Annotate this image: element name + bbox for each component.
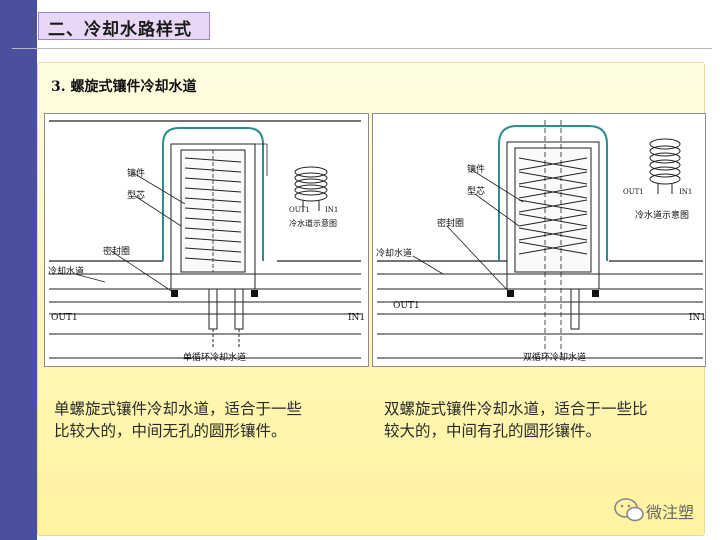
coil-out-label: OUT1 (289, 206, 310, 214)
wechat-logo-icon (614, 498, 644, 522)
single-spiral-diagram: 镶件 型芯 密封圈 冷却水道 OUT1 IN1 OUT1 IN1 冷水道示意图 … (44, 113, 369, 367)
seal-label: 密封圈 (103, 245, 130, 257)
description-line: 单螺旋式镶件冷却水道，适合于一些 (54, 400, 303, 418)
title-box (38, 12, 210, 40)
core-label: 型芯 (127, 189, 145, 201)
seal-label: 密封圈 (437, 217, 464, 229)
coil-caption: 冷水道示意图 (289, 218, 337, 228)
double-spiral-diagram: 镶件 型芯 密封圈 冷却水道 OUT1 IN1 OUT1 IN1 冷水道示意图 … (372, 113, 706, 367)
description-line: 比较大的，中间无孔的圆形镶件。 (54, 422, 287, 440)
single-spiral-drawing: 镶件 型芯 密封圈 冷却水道 OUT1 IN1 OUT1 IN1 冷水道示意图 … (48, 120, 365, 363)
diagram-caption: 双循环冷却水道 (523, 351, 586, 363)
double-spiral-drawing: 镶件 型芯 密封圈 冷却水道 OUT1 IN1 OUT1 IN1 冷水道示意图 … (376, 120, 706, 363)
coil-out-label: OUT1 (623, 188, 644, 196)
insert-label: 镶件 (127, 167, 145, 179)
section-title: 3. 螺旋式镶件冷却水道 (51, 79, 197, 95)
out-port-label: OUT1 (393, 301, 420, 311)
header-divider (12, 48, 712, 49)
description-line: 较大的，中间有孔的圆形镶件。 (384, 422, 602, 440)
double-spiral-description: 双螺旋式镶件冷却水道，适合于一些比 较大的，中间有孔的圆形镶件。 (384, 398, 648, 442)
watermark-text: 微注塑 (646, 503, 695, 522)
coil-caption: 冷水道示意图 (635, 209, 689, 221)
channel-label: 冷却水道 (48, 265, 84, 277)
core-label: 型芯 (467, 185, 485, 197)
single-spiral-description: 单螺旋式镶件冷却水道，适合于一些 比较大的，中间无孔的圆形镶件。 (54, 398, 302, 442)
coil-in-label: IN1 (679, 188, 692, 196)
out-port-label: OUT1 (51, 313, 78, 323)
in-port-label: IN1 (348, 313, 365, 323)
diagram-caption: 单循环冷却水道 (183, 351, 246, 363)
insert-label: 镶件 (467, 163, 485, 175)
page-title: 二、冷却水路样式 (48, 20, 192, 40)
in-port-label: IN1 (689, 313, 706, 323)
description-line: 双螺旋式镶件冷却水道，适合于一些比 (384, 400, 648, 418)
channel-label: 冷却水道 (376, 247, 412, 259)
left-sidebar-bar (0, 0, 37, 540)
coil-in-label: IN1 (325, 206, 338, 214)
